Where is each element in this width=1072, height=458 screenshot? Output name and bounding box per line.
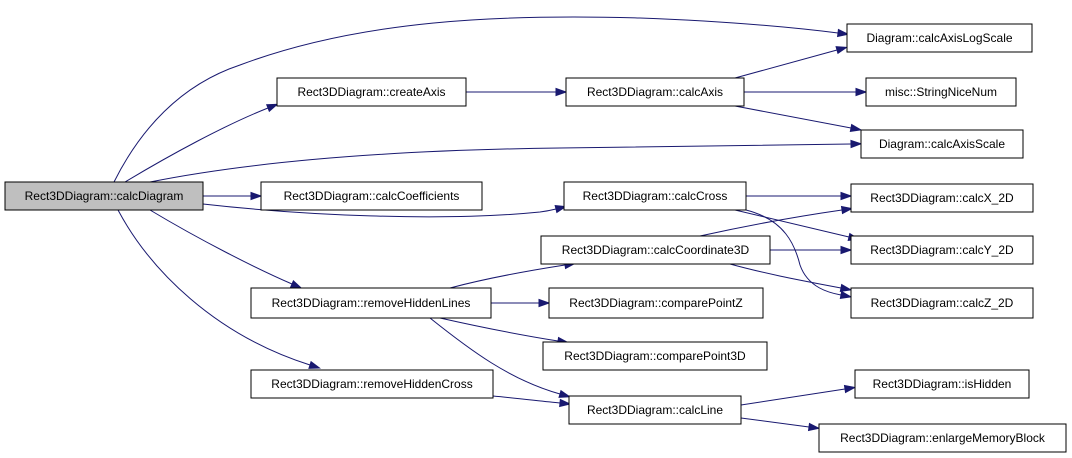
call-graph-edges (113, 16, 868, 432)
node-label: Diagram::calcAxisScale (879, 137, 1005, 151)
edge-calcDiagram-to-removeHiddenCross (117, 209, 321, 369)
node-stringNiceNum[interactable]: misc::StringNiceNum (865, 77, 1017, 107)
edge-arrowhead (538, 298, 551, 308)
edge-removeHiddenLines-to-comparePointZ (491, 298, 551, 308)
node-label: misc::StringNiceNum (885, 85, 997, 99)
edge-arrowhead (855, 87, 868, 97)
node-comparePoint3D[interactable]: Rect3DDiagram::comparePoint3D (542, 341, 768, 371)
edge-arrowhead (843, 384, 857, 394)
edge-calcDiagram-to-calcAxisScale (149, 139, 863, 183)
node-label: Rect3DDiagram::calcAxis (587, 85, 723, 99)
node-removeHiddenLines[interactable]: Rect3DDiagram::removeHiddenLines (250, 287, 492, 319)
call-graph-nodes: Rect3DDiagram::calcDiagram Rect3DDiagram… (4, 23, 1067, 453)
edge-calcCoordinate3D-to-calcY2D (770, 245, 853, 255)
edge-arrowhead (839, 290, 853, 300)
edge-calcDiagram-to-calcAxisLogScale (113, 16, 850, 183)
node-createAxis[interactable]: Rect3DDiagram::createAxis (276, 77, 467, 107)
edge-calcLine-to-isHidden (740, 384, 857, 406)
edge-removeHiddenCross-to-calcLine (492, 395, 572, 408)
edge-arrowhead (265, 103, 279, 113)
edge-arrowhead (308, 360, 321, 369)
node-label: Rect3DDiagram::removeHiddenLines (272, 296, 471, 310)
edge-arrowhead (850, 139, 863, 149)
node-label: Rect3DDiagram::comparePoint3D (564, 349, 746, 363)
node-label: Rect3DDiagram::calcCoefficients (284, 189, 460, 203)
edge-calcAxis-to-stringNiceNum (744, 87, 868, 97)
node-calcAxis[interactable]: Rect3DDiagram::calcAxis (565, 77, 745, 107)
node-label: Rect3DDiagram::calcCross (583, 189, 728, 203)
node-isHidden[interactable]: Rect3DDiagram::isHidden (854, 369, 1030, 399)
node-calcY2D[interactable]: Rect3DDiagram::calcY_2D (850, 235, 1034, 265)
edge-arrowhead (840, 205, 854, 215)
edge-arrowhead (849, 123, 863, 133)
edge-calcDiagram-to-calcCoefficients (203, 191, 263, 201)
edge-removeHiddenLines-to-calcCoordinate3D (449, 260, 577, 289)
edge-calcCross-to-calcZ2D (745, 209, 853, 300)
edge-arrowhead (554, 205, 568, 214)
node-comparePointZ[interactable]: Rect3DDiagram::comparePointZ (548, 287, 764, 319)
node-label: Rect3DDiagram::calcY_2D (870, 243, 1014, 257)
node-label: Rect3DDiagram::calcZ_2D (871, 296, 1014, 310)
node-label: Rect3DDiagram::calcDiagram (25, 189, 184, 203)
node-calcCoefficients[interactable]: Rect3DDiagram::calcCoefficients (260, 181, 483, 211)
edge-arrowhead (807, 422, 821, 432)
edge-arrowhead (558, 389, 572, 398)
node-label: Rect3DDiagram::enlargeMemoryBlock (840, 431, 1046, 445)
edge-calcCoordinate3D-to-calcZ2D (729, 263, 853, 293)
edge-arrowhead (250, 191, 263, 201)
node-label: Rect3DDiagram::comparePointZ (569, 296, 742, 310)
node-removeHiddenCross[interactable]: Rect3DDiagram::removeHiddenCross (250, 369, 494, 399)
node-calcZ2D[interactable]: Rect3DDiagram::calcZ_2D (850, 287, 1034, 319)
edge-createAxis-to-calcAxis (466, 87, 568, 97)
node-label: Rect3DDiagram::removeHiddenCross (271, 377, 472, 391)
node-calcLine[interactable]: Rect3DDiagram::calcLine (568, 395, 742, 425)
node-calcDiagram[interactable]: Rect3DDiagram::calcDiagram (4, 181, 204, 211)
edge-arrowhead (289, 279, 303, 289)
edge-arrowhead (559, 398, 572, 408)
edge-calcAxis-to-calcAxisScale (734, 105, 863, 133)
node-calcAxisLogScale[interactable]: Diagram::calcAxisLogScale (846, 23, 1033, 53)
edge-arrowhead (835, 46, 849, 55)
node-label: Rect3DDiagram::createAxis (297, 85, 445, 99)
node-label: Rect3DDiagram::calcX_2D (870, 191, 1014, 205)
node-calcCross[interactable]: Rect3DDiagram::calcCross (563, 181, 747, 211)
node-label: Rect3DDiagram::isHidden (873, 377, 1012, 391)
edge-calcDiagram-to-removeHiddenLines (149, 209, 303, 289)
edge-arrowhead (840, 245, 853, 255)
node-calcX2D[interactable]: Rect3DDiagram::calcX_2D (850, 183, 1034, 213)
edge-arrowhead (836, 28, 850, 38)
edge-arrowhead (839, 283, 853, 293)
edge-calcAxis-to-calcAxisLogScale (734, 46, 849, 79)
node-label: Diagram::calcAxisLogScale (866, 31, 1012, 45)
node-label: Rect3DDiagram::calcLine (587, 403, 723, 417)
node-label: Rect3DDiagram::calcCoordinate3D (562, 243, 750, 257)
node-calcAxisScale[interactable]: Diagram::calcAxisScale (860, 129, 1024, 159)
node-calcCoordinate3D[interactable]: Rect3DDiagram::calcCoordinate3D (540, 235, 771, 265)
edge-arrowhead (840, 191, 853, 201)
edge-calcDiagram-to-createAxis (124, 103, 279, 183)
edge-calcDiagram-to-calcCross (202, 203, 568, 218)
edge-removeHiddenLines-to-calcLine (429, 317, 572, 398)
edge-arrowhead (555, 87, 568, 97)
edge-calcCross-to-calcX2D (746, 191, 853, 201)
edge-calcCoordinate3D-to-calcX2D (699, 205, 854, 237)
edge-calcLine-to-enlargeMemoryBlock (740, 417, 821, 432)
node-enlargeMemoryBlock[interactable]: Rect3DDiagram::enlargeMemoryBlock (818, 423, 1067, 453)
